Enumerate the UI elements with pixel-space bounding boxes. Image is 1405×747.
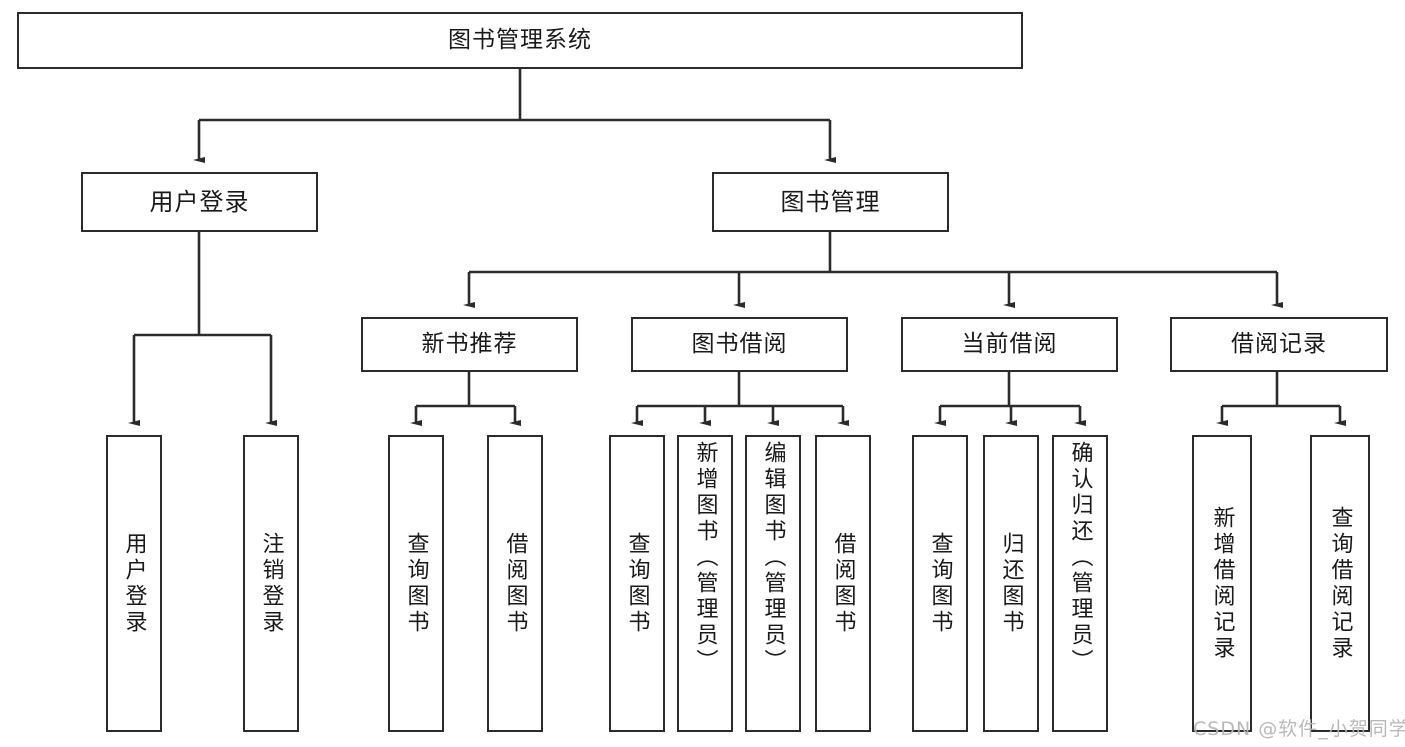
node-leaf-borrow-book-1-label: 借阅图书 xyxy=(502,531,528,636)
node-leaf-user-logout-label: 注销登录 xyxy=(258,531,284,636)
node-leaf-query-book-3-label: 查询图书 xyxy=(927,531,953,636)
node-leaf-confirm-return-label: 确认归还（管理员） xyxy=(1067,441,1093,675)
node-new-book-recommend-label: 新书推荐 xyxy=(421,331,518,358)
node-current-borrow[interactable]: 当前借阅 xyxy=(901,317,1118,372)
csdn-watermark: CSDN @软件_小贺同学 xyxy=(1193,718,1405,740)
node-leaf-query-book-2-label: 查询图书 xyxy=(624,531,650,636)
node-leaf-add-borrow-record[interactable]: 新增借阅记录 xyxy=(1192,435,1252,732)
node-leaf-user-logout[interactable]: 注销登录 xyxy=(243,435,299,732)
node-leaf-return-book[interactable]: 归还图书 xyxy=(983,435,1039,732)
node-leaf-query-book-2[interactable]: 查询图书 xyxy=(609,435,665,732)
node-book-borrow-label: 图书借阅 xyxy=(691,331,788,358)
node-leaf-query-book-3[interactable]: 查询图书 xyxy=(912,435,968,732)
node-leaf-add-borrow-record-label: 新增借阅记录 xyxy=(1209,505,1235,662)
node-book-manage[interactable]: 图书管理 xyxy=(712,172,949,232)
node-leaf-add-book[interactable]: 新增图书（管理员） xyxy=(677,435,733,732)
node-new-book-recommend[interactable]: 新书推荐 xyxy=(361,317,578,372)
node-leaf-confirm-return[interactable]: 确认归还（管理员） xyxy=(1052,435,1108,732)
node-leaf-return-book-label: 归还图书 xyxy=(998,531,1024,636)
node-leaf-add-book-label: 新增图书（管理员） xyxy=(692,441,718,675)
node-user-login-label: 用户登录 xyxy=(149,188,250,216)
node-root-label: 图书管理系统 xyxy=(448,27,592,54)
node-book-manage-label: 图书管理 xyxy=(780,188,881,216)
node-leaf-edit-book-label: 编辑图书（管理员） xyxy=(760,441,786,675)
node-leaf-user-login[interactable]: 用户登录 xyxy=(106,435,162,732)
node-leaf-query-borrow-record-label: 查询借阅记录 xyxy=(1327,505,1353,662)
node-leaf-query-book-1[interactable]: 查询图书 xyxy=(388,435,444,732)
node-leaf-borrow-book-1[interactable]: 借阅图书 xyxy=(487,435,543,732)
node-root[interactable]: 图书管理系统 xyxy=(17,12,1023,69)
node-borrow-record-label: 借阅记录 xyxy=(1231,331,1327,358)
node-leaf-borrow-book-2-label: 借阅图书 xyxy=(830,531,856,636)
node-current-borrow-label: 当前借阅 xyxy=(961,331,1058,358)
node-leaf-borrow-book-2[interactable]: 借阅图书 xyxy=(815,435,871,732)
node-leaf-edit-book[interactable]: 编辑图书（管理员） xyxy=(745,435,801,732)
node-borrow-record[interactable]: 借阅记录 xyxy=(1170,317,1388,372)
node-leaf-query-borrow-record[interactable]: 查询借阅记录 xyxy=(1310,435,1370,732)
node-leaf-query-book-1-label: 查询图书 xyxy=(403,531,429,636)
node-book-borrow[interactable]: 图书借阅 xyxy=(631,317,848,372)
node-leaf-user-login-label: 用户登录 xyxy=(121,531,147,636)
node-user-login[interactable]: 用户登录 xyxy=(81,172,318,232)
